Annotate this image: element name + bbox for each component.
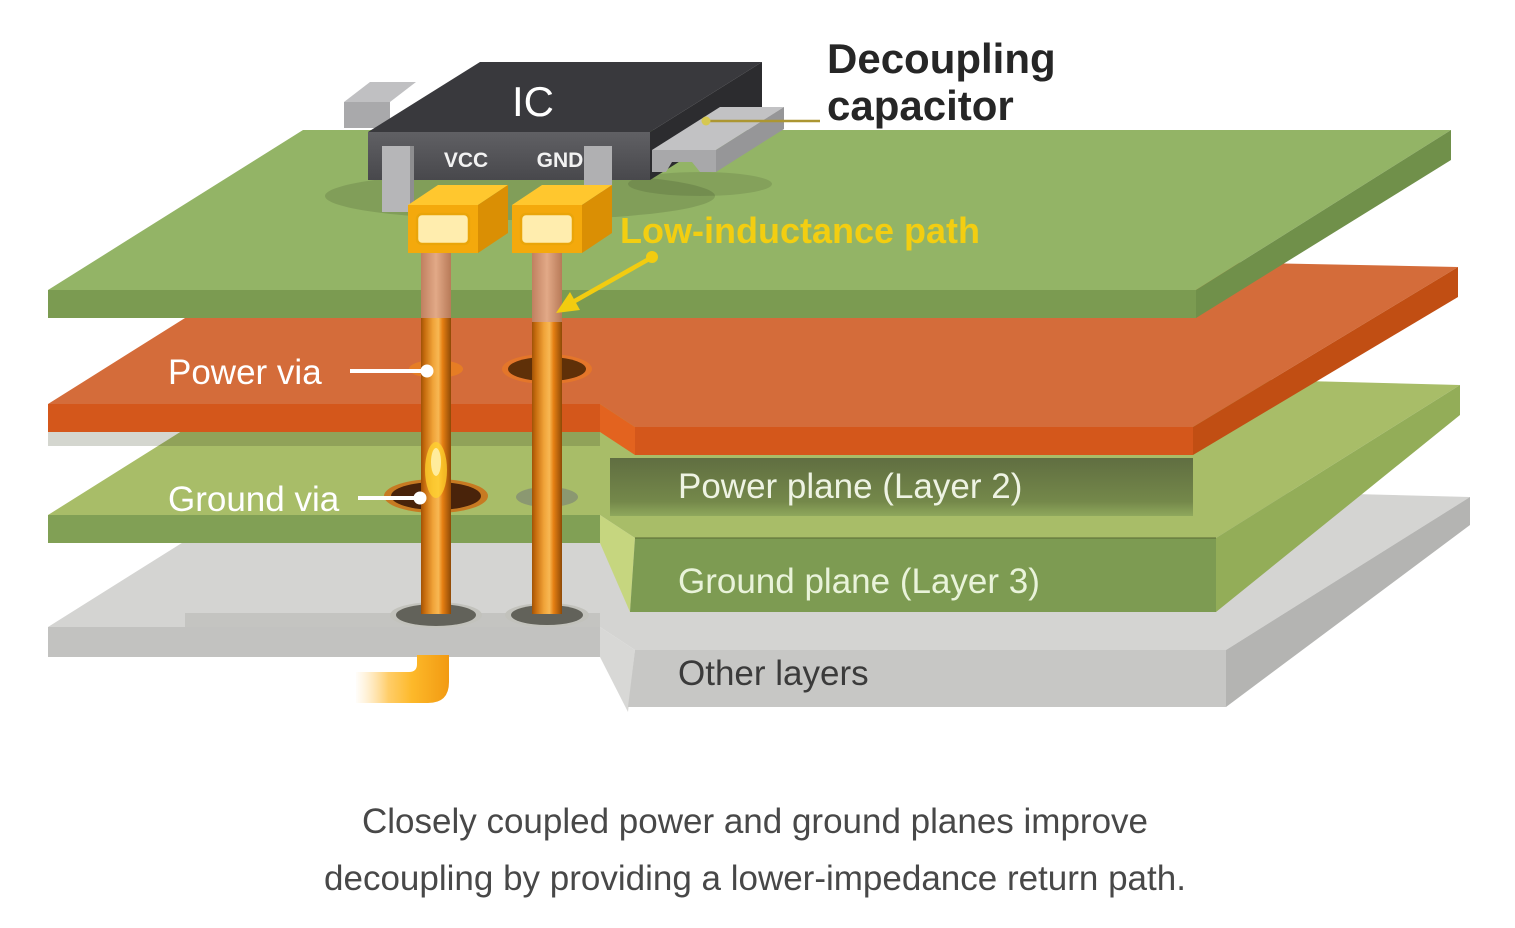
other-layers-label: Other layers xyxy=(678,654,869,693)
other-layers-front-left xyxy=(48,627,600,657)
ground-plane-front-band xyxy=(630,538,1216,612)
other-layers-front-band xyxy=(628,650,1226,707)
power-plane-front-left xyxy=(48,404,600,432)
power-via-label: Power via xyxy=(168,353,322,392)
decoupling-capacitor-side xyxy=(716,107,784,172)
top-board-front-face xyxy=(48,290,1196,318)
ground-plane-right-side xyxy=(1216,385,1460,612)
decoupling-capacitor-label-line2: capacitor xyxy=(827,82,1014,129)
gnd-capacitor-top xyxy=(512,185,612,205)
power-plane-label: Power plane (Layer 2) xyxy=(678,467,1022,506)
low-inductance-label: Low-inductance path xyxy=(620,210,980,251)
ic-label: IC xyxy=(512,78,554,125)
vcc-capacitor-terminal xyxy=(415,212,471,246)
ic-pin-front-left xyxy=(382,146,414,212)
gnd-capacitor xyxy=(512,185,612,253)
ic-top-face xyxy=(368,62,762,132)
decoupling-capacitor-front xyxy=(652,150,716,172)
power-via-upper-segment xyxy=(421,252,451,320)
power-plane-front-band xyxy=(635,427,1193,455)
power-plane-shadow-left xyxy=(48,432,600,446)
other-layers-shadow-strip xyxy=(185,613,600,627)
low-inductance-arrow-dot xyxy=(646,251,658,263)
ground-via-upper-segment xyxy=(532,252,562,324)
vcc-pin-label: VCC xyxy=(444,149,488,172)
decoupling-capacitor-label-line1: Decoupling xyxy=(827,35,1056,82)
power-via-hole-other-layers xyxy=(396,604,476,626)
via-trace xyxy=(356,655,449,703)
ic-package: IC VCC GND xyxy=(344,62,762,212)
capacitor-shadow xyxy=(628,172,772,196)
other-layers-chamfer xyxy=(600,627,635,712)
ic-pin-back-left-top xyxy=(344,82,416,102)
power-plane-right-side xyxy=(1193,267,1458,455)
ground-plane-label: Ground plane (Layer 3) xyxy=(678,562,1040,601)
power-plane-shadow-band xyxy=(610,458,1193,516)
vcc-capacitor xyxy=(408,185,508,253)
ground-via-hole-other-layers xyxy=(511,605,583,625)
gnd-capacitor-side xyxy=(582,185,612,253)
ic-pin-front-left-edge xyxy=(410,146,414,212)
ic-pin-front-right xyxy=(584,146,612,192)
decoupling-capacitor-top xyxy=(652,107,784,150)
ground-plane-chamfer xyxy=(600,515,635,612)
ic-pin-back-left xyxy=(344,102,390,128)
decoupling-capacitor xyxy=(652,107,820,172)
gnd-pin-label: GND xyxy=(537,149,584,172)
gnd-capacitor-terminal xyxy=(519,212,575,246)
ground-via xyxy=(532,322,562,614)
low-inductance-arrow-line xyxy=(571,257,651,304)
low-inductance-arrow xyxy=(556,251,658,313)
vcc-capacitor-top xyxy=(408,185,508,205)
top-board-right-side xyxy=(1196,130,1451,318)
power-plane-chamfer xyxy=(600,404,635,455)
vcc-capacitor-side xyxy=(478,185,508,253)
ground-via-label: Ground via xyxy=(168,480,340,519)
ground-via-leader-dot xyxy=(413,491,427,505)
via-glow-core xyxy=(431,448,441,476)
ic-front-face xyxy=(368,132,650,180)
caption-line2: decoupling by providing a lower-impedanc… xyxy=(324,859,1186,898)
annotations: Decoupling capacitor Low-inductance path… xyxy=(168,35,1056,693)
ground-plane-front-left xyxy=(48,515,600,543)
decoupling-capacitor-leader-dot xyxy=(701,116,711,126)
other-layers-right-side xyxy=(1226,497,1470,707)
low-inductance-arrowhead xyxy=(556,292,580,313)
caption-line1: Closely coupled power and ground planes … xyxy=(362,802,1148,841)
power-via-leader-dot xyxy=(420,364,434,378)
caption: Closely coupled power and ground planes … xyxy=(324,802,1186,898)
